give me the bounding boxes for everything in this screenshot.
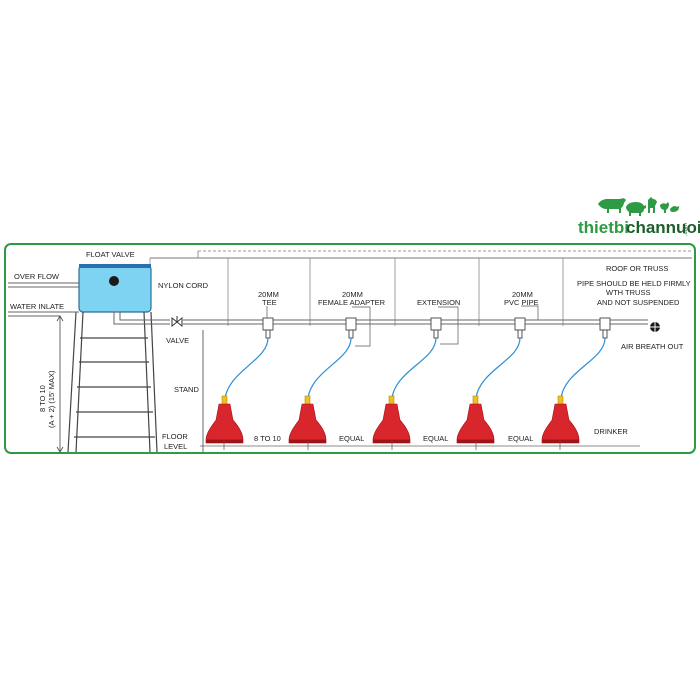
label-height-line2: (A + 2) (15' MAX) xyxy=(47,370,56,428)
label-pvc-pipe: PVC PIPE xyxy=(504,298,539,307)
label-spacing-equal: EQUAL xyxy=(339,434,364,443)
label-floor-level-line1: FLOOR xyxy=(162,432,188,441)
label-spacing-equal: EQUAL xyxy=(508,434,533,443)
air-breath-out-icon xyxy=(650,322,660,332)
drinker-bell xyxy=(456,395,495,444)
tank-outlet-pipe xyxy=(113,312,170,325)
label-female-adapter: FEMALE ADAPTER xyxy=(318,298,386,307)
label-tee-size: 20MM xyxy=(258,290,279,299)
label-drinker: DRINKER xyxy=(594,427,628,436)
label-spacing-equal: EQUAL xyxy=(423,434,448,443)
label-spacing-first: 8 TO 10 xyxy=(254,434,281,443)
label-stand: STAND xyxy=(174,385,199,394)
ladder-stand xyxy=(67,311,158,453)
label-over-flow: OVER FLOW xyxy=(14,272,60,281)
label-tee: TEE xyxy=(262,298,277,307)
label-water-inlet: WATER INLATE xyxy=(10,302,64,311)
label-note-line1: PIPE SHOULD BE HELD FIRMLY xyxy=(577,279,691,288)
logo-text-part1: thietbi xyxy=(578,218,629,237)
labels: FLOAT VALVE OVER FLOW WATER INLATE NYLON… xyxy=(10,250,691,451)
diagram-frame xyxy=(4,243,696,454)
label-air-breath-out: AIR BREATH OUT xyxy=(621,342,684,351)
label-nylon-cord: NYLON CORD xyxy=(158,281,209,290)
logo-text-part2: channuoi xyxy=(626,218,700,237)
drinker-bell xyxy=(541,395,580,444)
drinker-bell xyxy=(288,395,327,444)
label-pvc-size: 20MM xyxy=(512,290,533,299)
label-note-line3: AND NOT SUSPENDED xyxy=(597,298,680,307)
label-note-line2: WTH TRUSS xyxy=(606,288,650,297)
label-floor-level-line2: LEVEL xyxy=(164,442,187,451)
label-roof-or-truss: ROOF OR TRUSS xyxy=(606,264,668,273)
label-valve: VALVE xyxy=(166,336,189,345)
label-height-line1: 8 TO 10 xyxy=(38,385,47,412)
drinker-bell xyxy=(372,395,411,444)
drinkers xyxy=(205,395,580,444)
brand-logo: thietbi channuoi .com xyxy=(578,197,700,237)
label-adapter-size: 20MM xyxy=(342,290,363,299)
label-float-valve: FLOAT VALVE xyxy=(86,250,135,259)
water-tank xyxy=(78,264,152,313)
farm-animals-icon xyxy=(598,197,679,216)
float-valve-ball xyxy=(109,276,119,286)
hoses xyxy=(224,337,606,399)
label-extension: EXTENSION xyxy=(417,298,460,307)
pipe-fittings xyxy=(262,317,611,339)
logo-suffix: .com xyxy=(683,223,689,236)
drinker-bell xyxy=(205,395,244,444)
